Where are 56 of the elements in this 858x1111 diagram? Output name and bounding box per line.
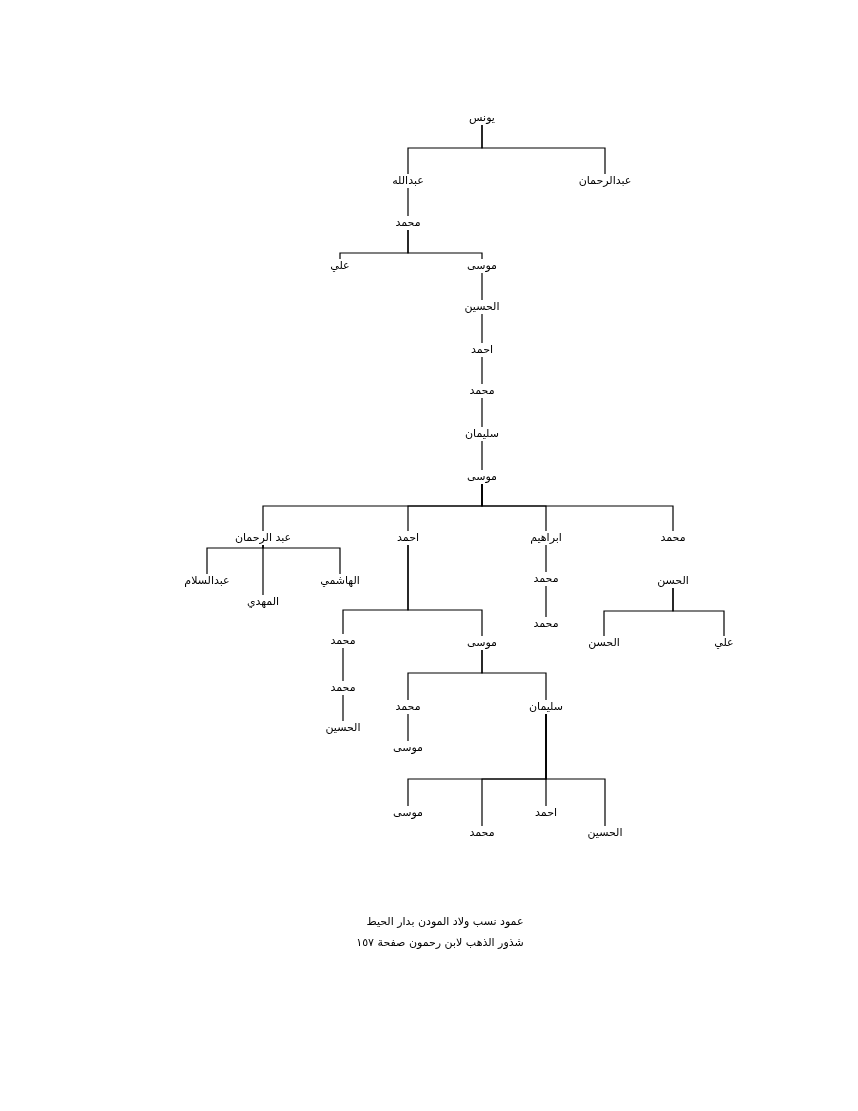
connector-line — [545, 713, 606, 827]
connector-line — [481, 397, 483, 428]
name-label: موسى — [465, 636, 499, 650]
connector-line — [545, 544, 547, 573]
name-label: احمد — [469, 343, 495, 357]
name-label: محمد — [467, 826, 497, 840]
connector-line — [481, 272, 483, 301]
name-label: عبد الرحمان — [232, 531, 294, 545]
connector-line — [342, 694, 344, 722]
connector-line — [481, 440, 483, 471]
name-label: الحسن — [586, 636, 622, 650]
connector-line — [672, 587, 725, 637]
connector-line — [407, 229, 483, 260]
name-label: الحسين — [462, 300, 502, 314]
name-label: موسى — [391, 741, 425, 755]
connector-line — [206, 544, 264, 575]
source-note: شذور الذهب لابن رحمون صفحة ١٥٧ — [356, 936, 524, 949]
name-label: الحسن — [655, 574, 691, 588]
name-label: يونس — [467, 111, 497, 125]
name-label: سليمان — [527, 700, 565, 714]
name-label: ابراهيم — [528, 531, 564, 545]
name-label: محمد — [467, 384, 497, 398]
name-label: الهاشمي — [318, 574, 362, 588]
caption: عمود نسب ولاد المودن بدار الحيط — [366, 915, 524, 928]
connector-line — [481, 313, 483, 344]
name-label: علي — [712, 636, 736, 650]
connector-line — [407, 544, 483, 637]
name-label: محمد — [328, 681, 358, 695]
name-label: الحسين — [323, 721, 363, 735]
connector-line — [342, 647, 344, 682]
name-label: موسى — [391, 806, 425, 820]
name-label: محمد — [531, 572, 561, 586]
name-label: محمد — [328, 634, 358, 648]
name-label: محمد — [658, 531, 688, 545]
name-label: علي — [328, 259, 352, 273]
connector-line — [481, 124, 606, 175]
name-label: احمد — [395, 531, 421, 545]
name-label: الحسين — [585, 826, 625, 840]
connector-line — [262, 544, 341, 575]
name-label: محمد — [393, 700, 423, 714]
name-label: محمد — [531, 617, 561, 631]
name-label: عبدالرحمان — [576, 174, 634, 188]
name-label: عبدالله — [390, 174, 426, 188]
name-label: محمد — [393, 216, 423, 230]
connector-line — [407, 187, 409, 217]
name-label: احمد — [533, 806, 559, 820]
name-label: عبدالسلام — [182, 574, 232, 588]
connector-line — [407, 713, 409, 742]
connector-line — [481, 483, 674, 532]
name-label: موسى — [465, 470, 499, 484]
connector-line — [545, 585, 547, 618]
name-label: المهدي — [244, 595, 282, 609]
name-label: موسى — [465, 259, 499, 273]
connector-line — [481, 649, 547, 701]
connector-line — [481, 356, 483, 385]
name-label: سليمان — [463, 427, 501, 441]
